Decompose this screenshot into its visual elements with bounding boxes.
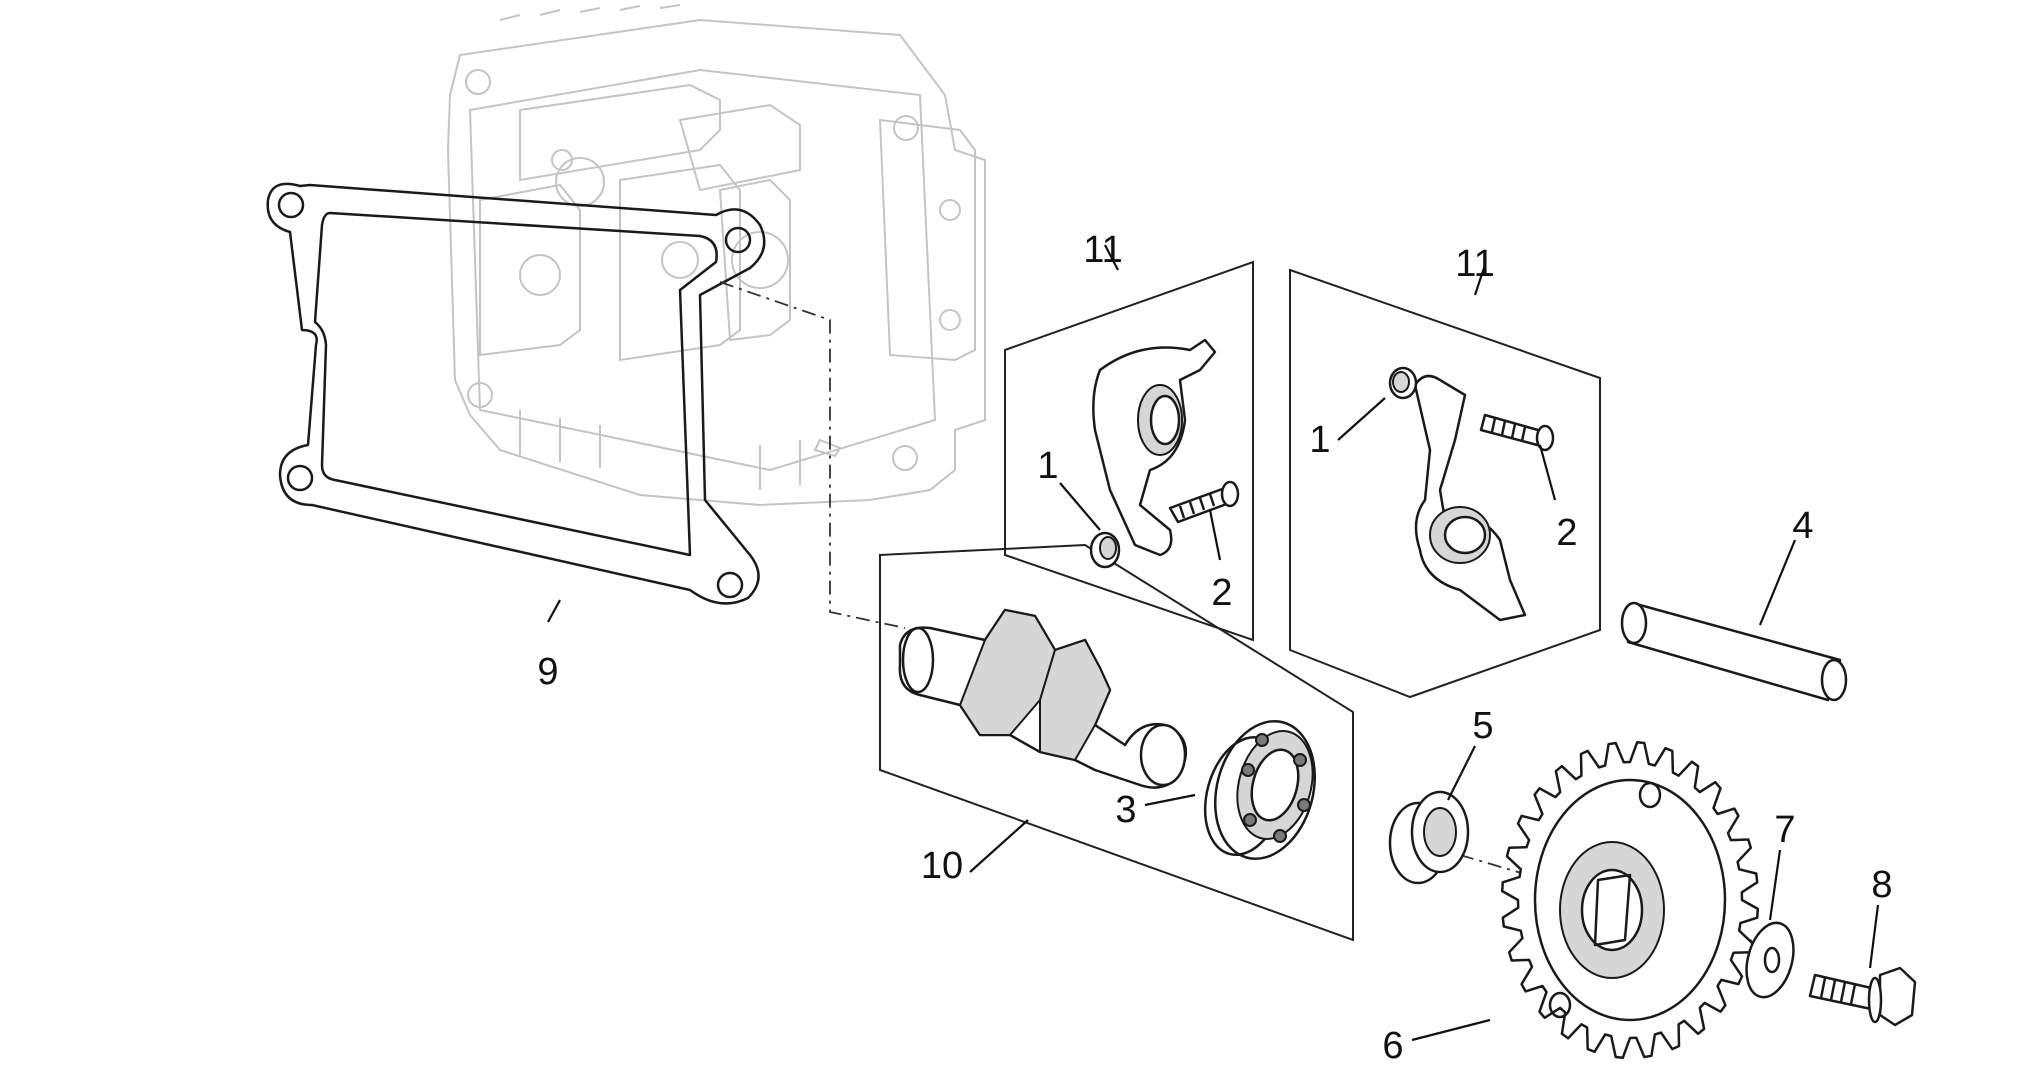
rocker-group-box-left xyxy=(1004,260,1254,642)
rocker-arm-right xyxy=(1413,374,1527,622)
label-adjuster-screw-left: 2 xyxy=(1211,572,1232,614)
bushing-right xyxy=(1388,366,1418,400)
bolt xyxy=(1808,966,1917,1027)
callout-labels: 9 10 11 11 1 1 2 2 3 4 5 6 7 8 xyxy=(537,229,1892,1067)
label-bushing-left: 1 xyxy=(1037,445,1058,487)
rocker-arm-left xyxy=(1092,338,1217,557)
label-sprocket: 6 xyxy=(1382,1025,1403,1067)
label-rocker-group-left: 11 xyxy=(1083,229,1122,271)
label-rocker-group-right: 11 xyxy=(1455,243,1494,285)
label-rocker-pin: 4 xyxy=(1792,505,1813,547)
assembly-line-camshaft xyxy=(719,281,906,629)
sprocket xyxy=(1500,740,1760,1060)
bearing xyxy=(1203,720,1317,860)
label-washer: 7 xyxy=(1774,809,1795,851)
rocker-pin xyxy=(1620,601,1848,702)
adjuster-screw-left xyxy=(1168,480,1240,524)
camshaft-group-box xyxy=(879,543,1354,942)
label-spacer: 5 xyxy=(1472,705,1493,747)
valve-cover-gasket xyxy=(266,182,766,605)
bushing-left xyxy=(1089,531,1121,569)
washer xyxy=(1745,921,1795,999)
label-bolt: 8 xyxy=(1871,864,1892,906)
rocker-group-box-right xyxy=(1289,268,1601,699)
leader-lines xyxy=(547,244,1880,1042)
label-bearing: 3 xyxy=(1115,789,1136,831)
label-bushing-right: 1 xyxy=(1309,419,1330,461)
camshaft xyxy=(898,608,1188,789)
label-adjuster-screw-right: 2 xyxy=(1556,512,1577,554)
label-gasket: 9 xyxy=(537,651,558,693)
spacer xyxy=(1388,790,1470,885)
cylinder-head-ghost xyxy=(446,4,986,507)
adjuster-screw-right xyxy=(1479,413,1555,452)
label-camshaft-group: 10 xyxy=(921,845,963,887)
